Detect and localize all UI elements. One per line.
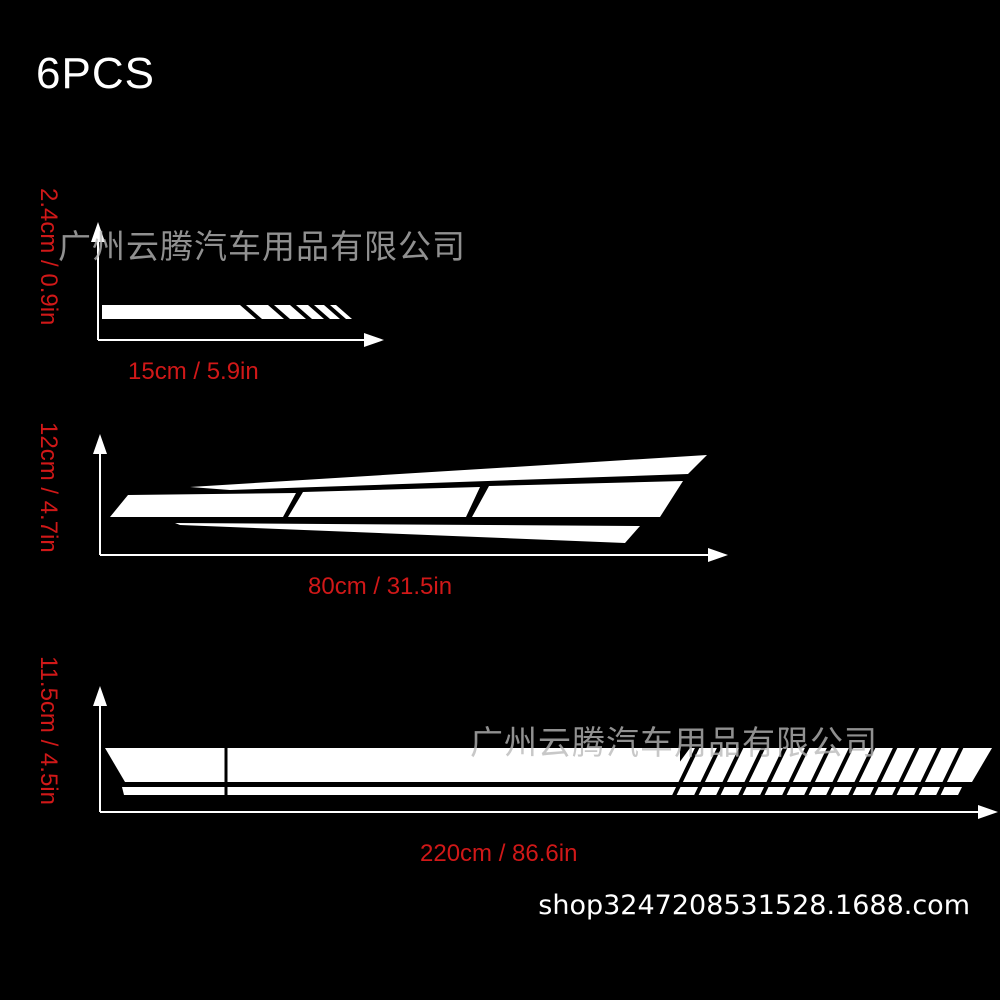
shop-url: shop3247208531528.1688.com xyxy=(538,890,970,921)
product-count-title: 6PCS xyxy=(36,49,155,98)
watermark-top: 广州云腾汽车用品有限公司 xyxy=(58,227,466,266)
axes-sticker-1 xyxy=(91,222,384,347)
sticker-2-width-label: 80cm / 31.5in xyxy=(308,573,453,600)
axes-sticker-2 xyxy=(93,434,728,562)
sticker-2-shape xyxy=(110,455,707,543)
sticker-3-shape xyxy=(105,741,992,801)
sticker-1-shape xyxy=(102,305,352,319)
sticker-1-height-label: 2.4cm / 0.9in xyxy=(35,188,62,326)
sticker-1-width-label: 15cm / 5.9in xyxy=(128,358,259,385)
axes-sticker-3 xyxy=(93,686,998,819)
sticker-3-width-label: 220cm / 86.6in xyxy=(420,840,578,867)
sticker-2-height-label: 12cm / 4.7in xyxy=(35,422,62,553)
watermark-bottom: 广州云腾汽车用品有限公司 xyxy=(470,723,878,762)
sticker-3-height-label: 11.5cm / 4.5in xyxy=(35,656,62,805)
